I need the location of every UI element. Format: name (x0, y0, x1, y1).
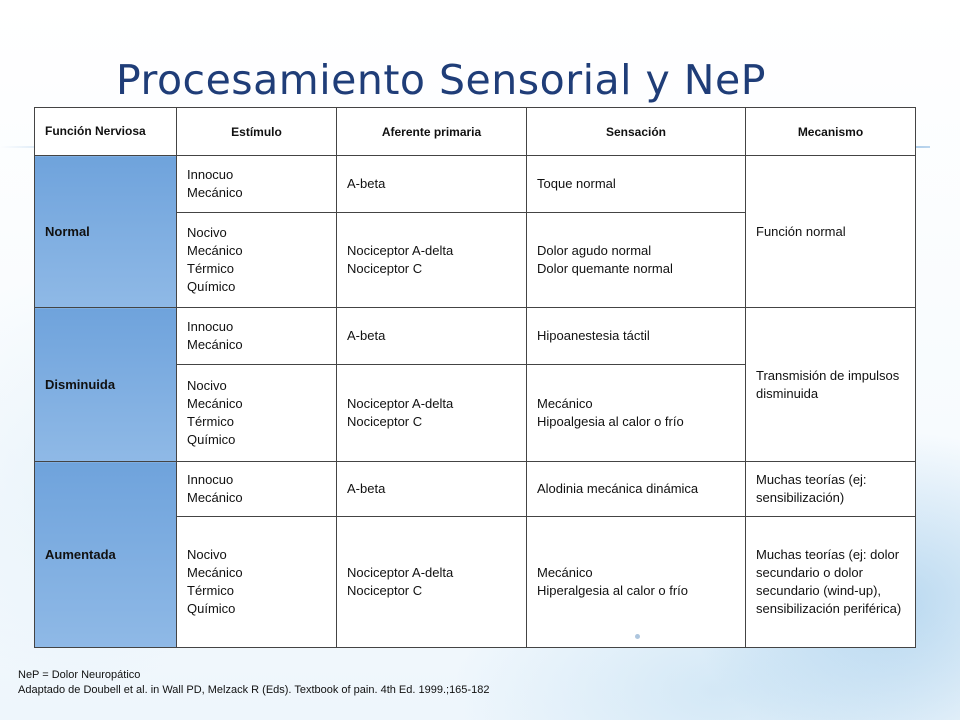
stimulus-cell: Nocivo Mecánico Térmico Químico (176, 364, 337, 462)
header-funcion: Función Nerviosa (34, 107, 177, 156)
mechanism-cell: Transmisión de impulsos disminuida (745, 307, 916, 462)
afferent-cell: Nociceptor A-delta Nociceptor C (336, 364, 527, 462)
stimulus-cell: Innocuo Mecánico (176, 307, 337, 365)
slide-title: Procesamiento Sensorial y NeP (116, 56, 766, 104)
table-header-row: Función Nerviosa Estímulo Aferente prima… (34, 107, 916, 156)
table-row: Disminuida Innocuo Mecánico A-beta Hipoa… (34, 307, 916, 462)
stimulus-cell: Innocuo Mecánico (176, 155, 337, 213)
sensation-cell: Mecánico Hiperalgesia al calor o frío (526, 516, 746, 648)
afferent-cell: Nociceptor A-delta Nociceptor C (336, 212, 527, 308)
afferent-cell: A-beta (336, 155, 527, 213)
mechanism-cell: Función normal (745, 155, 916, 308)
abbreviation-note: NeP = Dolor Neuropático (18, 669, 141, 681)
header-sensacion: Sensación (526, 107, 746, 156)
table-row: Normal Innocuo Mecánico A-beta Toque nor… (34, 155, 916, 308)
source-citation: Adaptado de Doubell et al. in Wall PD, M… (18, 684, 490, 696)
group-label-disminuida: Disminuida (34, 307, 177, 462)
header-aferente: Aferente primaria (336, 107, 527, 156)
header-mecanismo: Mecanismo (745, 107, 916, 156)
slide-footer: NeP = Dolor Neuropático Adaptado de Doub… (18, 668, 538, 698)
stimulus-cell: Innocuo Mecánico (176, 461, 337, 517)
afferent-cell: A-beta (336, 461, 527, 517)
afferent-cell: A-beta (336, 307, 527, 365)
stimulus-cell: Nocivo Mecánico Térmico Químico (176, 212, 337, 308)
table-row: Nocivo Mecánico Térmico Químico Nocicept… (35, 516, 916, 648)
decorative-dot (635, 634, 640, 639)
table-row: Nocivo Mecánico Térmico Químico Nocicept… (35, 212, 916, 308)
sensation-cell: Dolor agudo normal Dolor quemante normal (526, 212, 746, 308)
table-row: Aumentada Innocuo Mecánico A-beta Alodin… (34, 461, 916, 648)
header-estimulo: Estímulo (176, 107, 337, 156)
table-row: Nocivo Mecánico Térmico Químico Nocicept… (35, 364, 916, 462)
stimulus-cell: Nocivo Mecánico Térmico Químico (176, 516, 337, 648)
sensation-cell: Hipoanestesia táctil (526, 307, 746, 365)
group-label-normal: Normal (34, 155, 177, 308)
sensory-processing-table: Función Nerviosa Estímulo Aferente prima… (34, 107, 916, 648)
sensation-cell: Mecánico Hipoalgesia al calor o frío (526, 364, 746, 462)
afferent-cell: Nociceptor A-delta Nociceptor C (336, 516, 527, 648)
sensation-cell: Toque normal (526, 155, 746, 213)
group-label-aumentada: Aumentada (34, 461, 177, 648)
mechanism-cell: Muchas teorías (ej: sensibilización) (745, 461, 916, 517)
sensation-cell: Alodinia mecánica dinámica (526, 461, 746, 517)
mechanism-cell: Muchas teorías (ej: dolor secundario o d… (745, 516, 916, 648)
